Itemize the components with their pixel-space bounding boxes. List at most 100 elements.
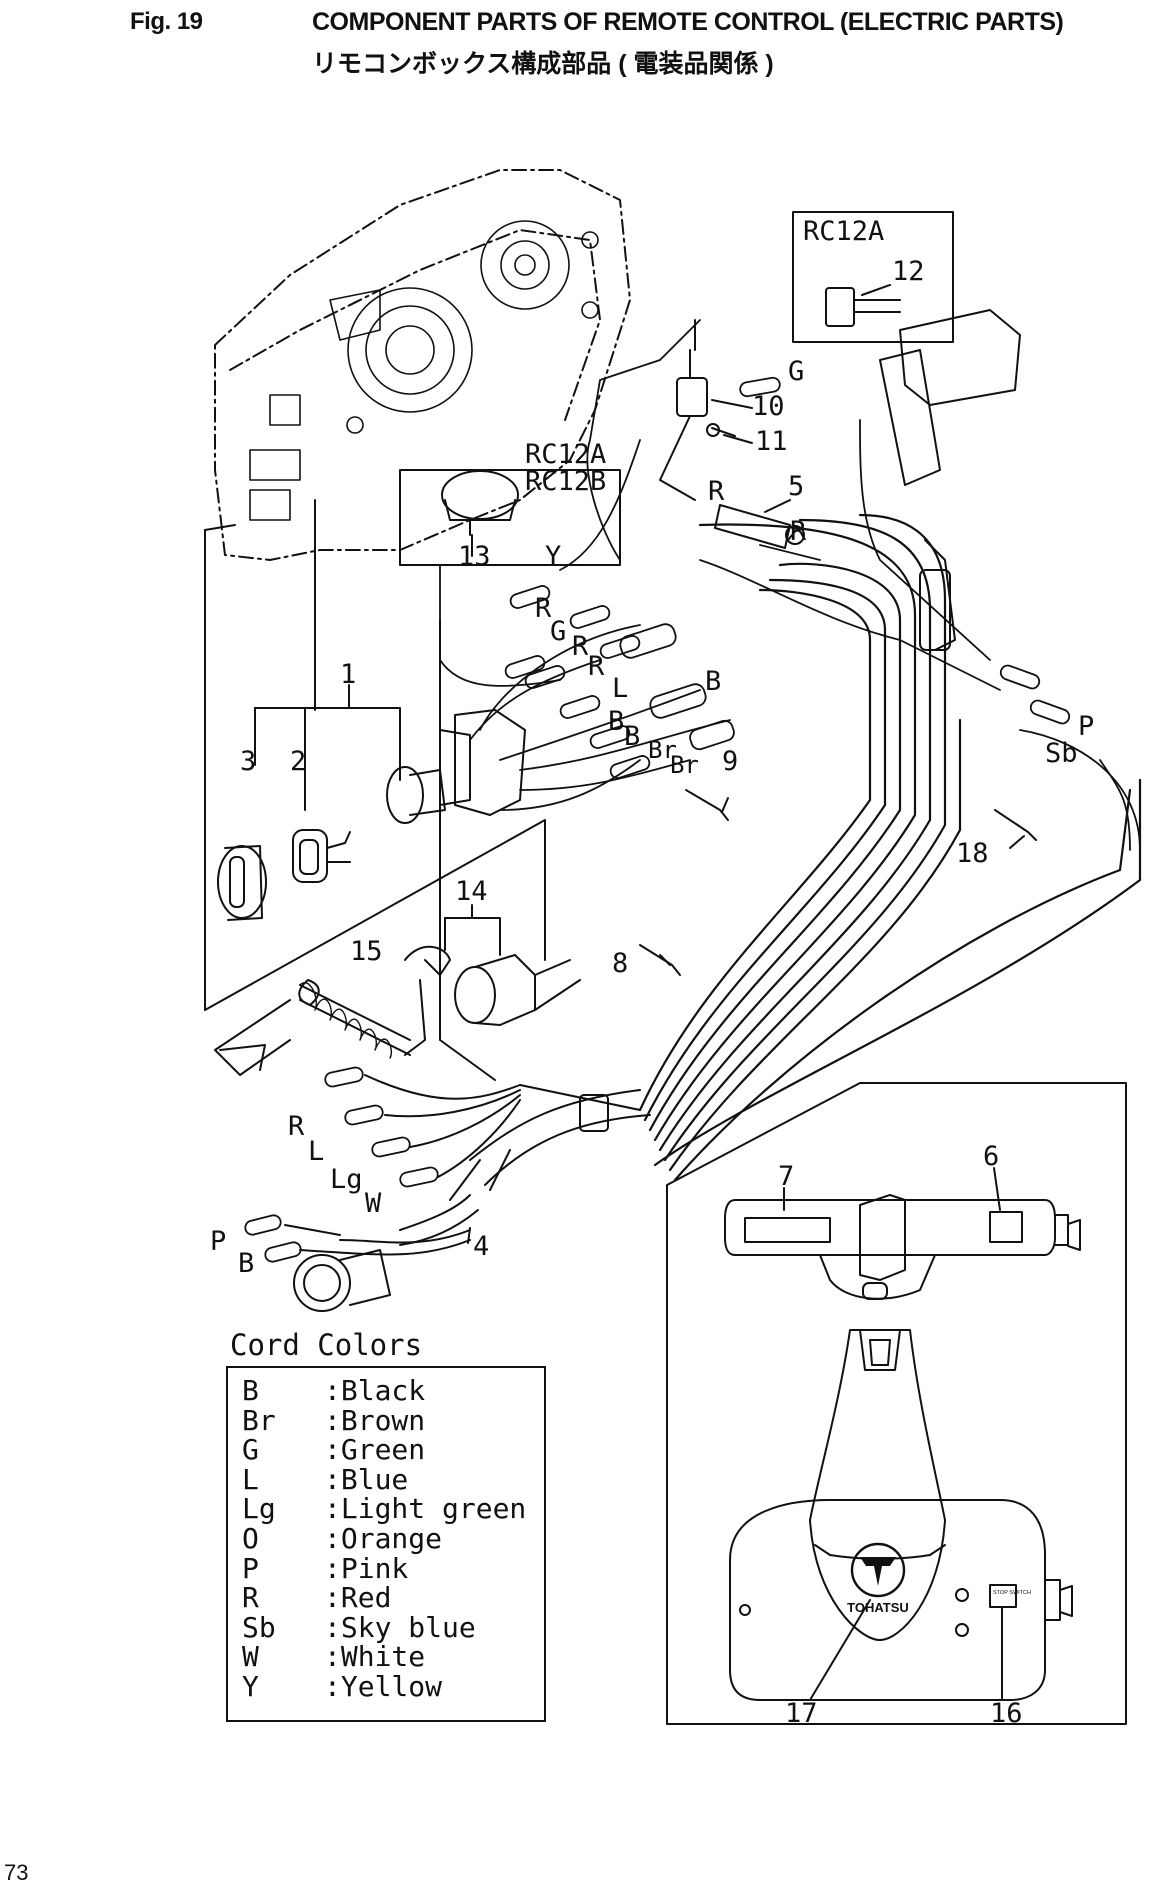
legend-color: :Brown bbox=[324, 1403, 426, 1437]
part-label-7: 7 bbox=[778, 1161, 794, 1192]
legend-color: :White bbox=[324, 1640, 426, 1674]
stop-switch-14 bbox=[454, 954, 581, 1026]
stop-switch-label: STOP SWITCH bbox=[993, 1590, 1031, 1596]
wire-code-w: W bbox=[365, 1188, 382, 1219]
main-harness-coupler bbox=[293, 1249, 391, 1312]
legend-code: Br bbox=[242, 1403, 276, 1437]
part-label-18: 18 bbox=[956, 838, 989, 869]
key-cap bbox=[217, 845, 267, 921]
wire-code-l2: L bbox=[308, 1136, 324, 1167]
part-label-2: 2 bbox=[290, 746, 306, 777]
wire-code-br1: Br bbox=[648, 736, 677, 764]
legend-color: :Yellow bbox=[324, 1669, 443, 1703]
wire-code-r3: R bbox=[588, 651, 605, 682]
remote-housing-outline bbox=[214, 169, 631, 561]
clip-9 bbox=[685, 789, 729, 821]
lanyard-15 bbox=[214, 945, 451, 1076]
leader-17 bbox=[809, 1599, 871, 1701]
part-label-12: 12 bbox=[892, 256, 925, 287]
legend-code: R bbox=[242, 1581, 259, 1615]
legend-color: :Red bbox=[324, 1581, 392, 1615]
wire-code-l1: L bbox=[612, 673, 628, 704]
wire-code-p1: P bbox=[1078, 711, 1094, 742]
legend-code: L bbox=[242, 1462, 259, 1496]
legend-row: O:Orange bbox=[242, 1524, 544, 1554]
leader-6 bbox=[993, 1167, 1001, 1211]
main-switch bbox=[386, 709, 526, 824]
brand-label: TOHATSU bbox=[847, 1600, 909, 1615]
wire-code-br2: Br bbox=[670, 751, 699, 779]
legend-color: :Orange bbox=[324, 1521, 443, 1555]
part-label-3: 3 bbox=[240, 746, 256, 777]
part-label-5: 5 bbox=[788, 471, 804, 502]
wire-code-b2: B bbox=[608, 706, 624, 737]
switch-12 bbox=[825, 287, 901, 327]
legend-code: W bbox=[242, 1640, 259, 1674]
wire-code-r1: R bbox=[535, 593, 552, 624]
wire-code-lg: Lg bbox=[330, 1164, 363, 1195]
legend-row: R :Red bbox=[242, 1583, 544, 1613]
page-title-japanese: リモコンボックス構成部品 ( 電装品関係 ) bbox=[312, 50, 774, 78]
legend-code: Sb bbox=[242, 1610, 276, 1644]
wire-code-b4: B bbox=[238, 1248, 254, 1279]
remote-box-top-view bbox=[724, 1194, 1081, 1300]
housing-details bbox=[249, 220, 599, 521]
wire-code-y: Y bbox=[545, 541, 561, 572]
clip-18 bbox=[994, 809, 1037, 841]
wire-leads bbox=[439, 319, 1141, 851]
wire-code-b3: B bbox=[624, 721, 640, 752]
legend-row: Lg:Light green bbox=[242, 1494, 544, 1524]
wire-harness bbox=[638, 513, 1142, 1182]
part-label-16: 16 bbox=[990, 1698, 1023, 1729]
rc12b-label: RC12B bbox=[525, 466, 606, 497]
figure-number: Fig. 19 bbox=[130, 8, 203, 35]
cord-color-legend: B:Black Br :Brown G:Green L :Blue Lg:Light… bbox=[226, 1366, 546, 1722]
lever-handle bbox=[879, 309, 1021, 651]
wire-code-r-5b: R bbox=[790, 516, 807, 547]
legend-code: Y bbox=[242, 1669, 259, 1703]
remote-front-view bbox=[729, 1329, 1073, 1701]
tohatsu-logo-icon bbox=[850, 1542, 906, 1598]
coupler-5 bbox=[714, 504, 805, 549]
legend-row: Sb :Sky blue bbox=[242, 1613, 544, 1643]
legend-row: L :Blue bbox=[242, 1465, 544, 1495]
ignition-key bbox=[292, 829, 351, 883]
part-label-14: 14 bbox=[455, 876, 488, 907]
legend-row: W :White bbox=[242, 1642, 544, 1672]
legend-code: Lg bbox=[242, 1492, 276, 1526]
wire-code-r-5: R bbox=[708, 476, 725, 507]
lanyard-coil bbox=[299, 982, 392, 1059]
clip-8 bbox=[639, 944, 681, 976]
legend-row: Br :Brown bbox=[242, 1403, 544, 1437]
wire-code-g-top: G bbox=[788, 356, 804, 387]
component-10 bbox=[659, 319, 708, 501]
part-label-17: 17 bbox=[785, 1698, 818, 1729]
inset-frame bbox=[666, 1082, 1127, 1725]
legend-color: :Blue bbox=[324, 1462, 409, 1496]
rc12a-label: RC12A bbox=[525, 439, 606, 470]
legend-code: P bbox=[242, 1551, 259, 1585]
part-label-8: 8 bbox=[612, 948, 628, 979]
part-label-9: 9 bbox=[722, 746, 738, 777]
rc12a-box bbox=[792, 211, 954, 343]
wire-code-r2: R bbox=[572, 631, 589, 662]
part-label-6: 6 bbox=[983, 1141, 999, 1172]
part-label-15: 15 bbox=[350, 936, 383, 967]
page-title: COMPONENT PARTS OF REMOTE CONTROL (ELECT… bbox=[312, 8, 1064, 36]
buzzer-13 bbox=[441, 470, 519, 536]
legend-title: Cord Colors bbox=[230, 1328, 423, 1362]
legend-row: G:Green bbox=[242, 1435, 544, 1465]
legend-color: :Green bbox=[324, 1433, 426, 1467]
bullet-connectors bbox=[244, 376, 1071, 1263]
part-label-10: 10 bbox=[752, 391, 785, 422]
legend-row: P :Pink bbox=[242, 1551, 544, 1585]
legend-color: :Sky blue bbox=[324, 1610, 476, 1644]
wire-code-b1: B bbox=[705, 666, 721, 697]
part-label-1: 1 bbox=[340, 659, 356, 690]
legend-row: B:Black bbox=[242, 1376, 544, 1406]
legend-color: :Black bbox=[324, 1374, 426, 1407]
part-label-11: 11 bbox=[755, 426, 788, 457]
page-number: 73 bbox=[4, 1860, 29, 1885]
legend-color: :Pink bbox=[324, 1551, 409, 1585]
